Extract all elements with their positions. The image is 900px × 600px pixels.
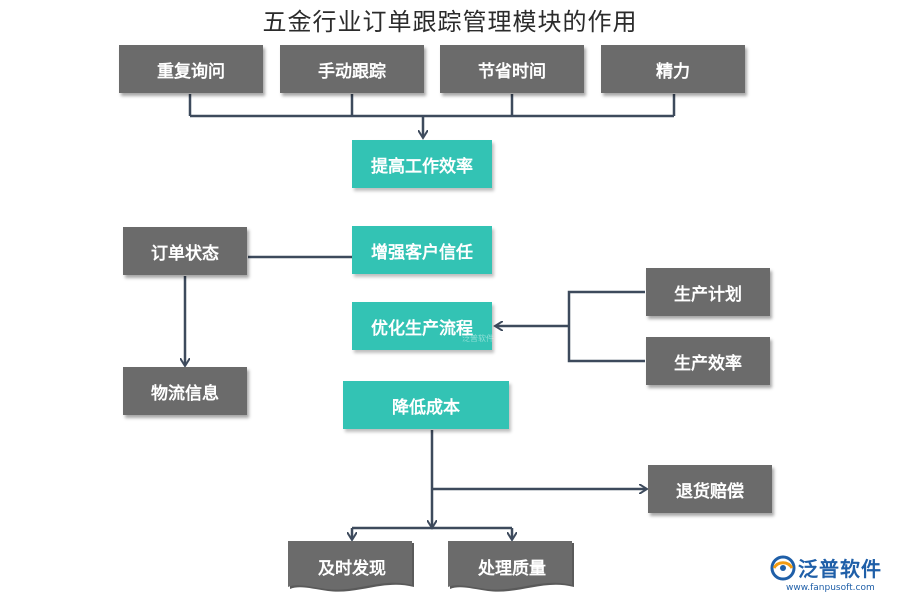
node-improve-efficiency: 提高工作效率 bbox=[352, 140, 492, 188]
node-order-status: 订单状态 bbox=[123, 227, 247, 275]
node-repeat-inquiry: 重复询问 bbox=[119, 45, 263, 93]
node-manual-tracking: 手动跟踪 bbox=[280, 45, 424, 93]
document-shape bbox=[448, 541, 574, 592]
brand-logo-url: www.fanpusoft.com bbox=[786, 583, 875, 593]
node-timely-discovery-label: 及时发现 bbox=[318, 558, 386, 579]
node-production-efficiency: 生产效率 bbox=[646, 337, 770, 385]
diagram-title: 五金行业订单跟踪管理模块的作用 bbox=[262, 8, 638, 36]
connector-production-plan bbox=[567, 290, 645, 363]
document-shape bbox=[288, 541, 414, 592]
node-optimize-process: 优化生产流程 bbox=[352, 302, 492, 350]
watermark-text: 泛普软件 bbox=[462, 334, 494, 343]
node-save-time: 节省时间 bbox=[440, 45, 584, 93]
node-customer-trust: 增强客户信任 bbox=[352, 226, 492, 274]
brand-logo-icon bbox=[770, 555, 796, 581]
node-timely-discovery: 及时发现 bbox=[288, 541, 416, 597]
node-reduce-cost: 降低成本 bbox=[343, 381, 509, 429]
node-quality-handling-label: 处理质量 bbox=[478, 558, 546, 579]
node-return-compensation: 退货赔偿 bbox=[648, 465, 772, 513]
node-production-plan: 生产计划 bbox=[646, 268, 770, 316]
node-energy: 精力 bbox=[601, 45, 745, 93]
brand-logo: 泛普软件 www.fanpusoft.com bbox=[768, 553, 894, 597]
node-quality-handling: 处理质量 bbox=[448, 541, 576, 597]
node-logistics-info: 物流信息 bbox=[123, 367, 247, 415]
brand-logo-name: 泛普软件 bbox=[798, 557, 882, 581]
